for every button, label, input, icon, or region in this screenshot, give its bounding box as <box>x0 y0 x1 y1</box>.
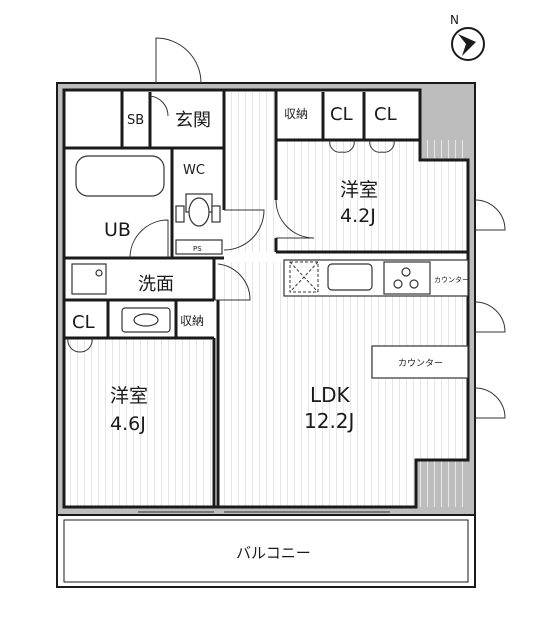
doors <box>67 37 506 513</box>
label-balcony: バルコニー <box>236 544 311 562</box>
label-yoshitsu-1-size: 4.2J <box>340 205 376 227</box>
label-yoshitsu-2-size: 4.6J <box>110 413 146 435</box>
label-yoshitsu-1: 洋室 <box>340 179 378 201</box>
label-cl-top-1: CL <box>330 104 353 125</box>
toilet-bowl-icon <box>188 197 210 227</box>
interior-floor <box>64 90 468 507</box>
balcony <box>56 514 476 588</box>
bathtub-icon <box>75 155 165 197</box>
label-genkan: 玄関 <box>175 110 211 131</box>
label-counter: カウンター <box>398 358 443 369</box>
compass-label: N <box>450 13 459 27</box>
sink-icon <box>327 263 373 291</box>
counter-icon <box>371 345 469 379</box>
fixtures <box>71 155 469 379</box>
label-sb: SB <box>127 113 144 128</box>
stove-icon <box>383 261 431 295</box>
label-senmen: 洗面 <box>138 274 174 295</box>
label-cl-top-2: CL <box>374 104 397 125</box>
fridge-space-icon <box>289 261 319 293</box>
label-ub: UB <box>104 219 131 241</box>
label-shuno-left: 収納 <box>180 314 204 328</box>
label-ldk-size: 12.2J <box>304 409 354 433</box>
label-cl-left: CL <box>72 312 95 333</box>
room-labels: SB 玄関 収納 CL CL WC PS UB 洋室 4.2J 洗面 CL 収納… <box>72 104 469 562</box>
label-ps: PS <box>193 245 202 253</box>
label-shuno-top: 収納 <box>284 107 308 121</box>
label-counter-small: カウンター <box>434 275 469 284</box>
label-ldk: LDK <box>310 383 351 407</box>
label-wc: WC <box>183 163 205 178</box>
washer-pan-icon <box>71 263 107 295</box>
interior-walls <box>64 90 468 507</box>
compass-icon: N <box>450 13 485 61</box>
label-yoshitsu-2: 洋室 <box>110 385 148 407</box>
